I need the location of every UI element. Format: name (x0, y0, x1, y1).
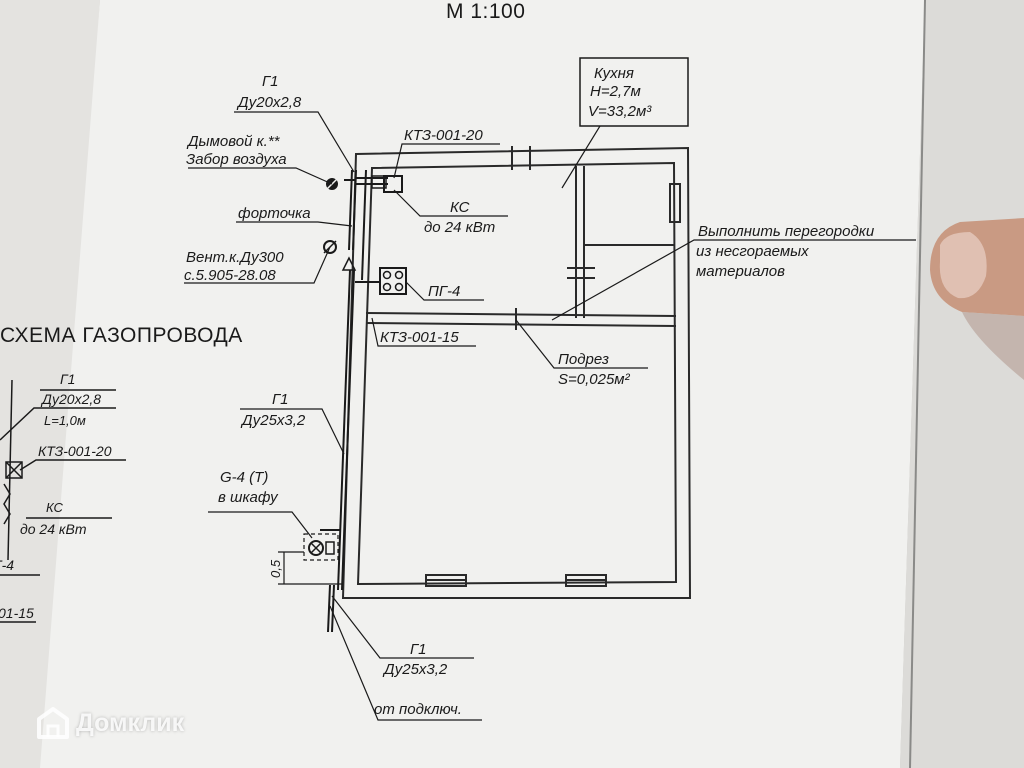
stove-label: ПГ-4 (428, 283, 460, 300)
room-name: Кухня (594, 65, 634, 82)
inlet-pipe-name: Г1 (410, 641, 427, 658)
partition-note-line2: из несгораемых (696, 243, 809, 260)
meter-name: G-4 (Т) (220, 469, 268, 486)
boiler-power: до 24 кВт (424, 219, 495, 236)
scale-label: М 1:100 (446, 0, 525, 23)
paper-sheet-left (0, 0, 100, 768)
valve-top-label: КТЗ-001-20 (404, 127, 483, 144)
chimney-label-line2: Забор воздуха (186, 151, 287, 168)
left-scheme-graphics (0, 379, 126, 623)
sheet-edge-line (909, 0, 926, 768)
chimney-pipe-name: Г1 (262, 73, 279, 90)
riser-pipe-name: Г1 (272, 391, 289, 408)
left-boiler-power: до 24 кВт (20, 521, 87, 537)
watermark: Домклик (36, 706, 184, 740)
room-height: H=2,7м (590, 83, 641, 100)
partition-note-line1: Выполнить перегородки (698, 223, 875, 240)
gas-meter-symbol (303, 533, 339, 561)
boiler-valve-symbol (383, 175, 403, 193)
inlet-pipe-size: Ду25х3,2 (382, 661, 448, 678)
scheme-title: СХЕМА ГАЗОПРОВОДА (0, 324, 243, 347)
chimney-outlet-symbol (371, 175, 387, 189)
riser-triangle-marker (341, 256, 357, 271)
vent-channel-line2: с.5.905-28.08 (184, 267, 276, 284)
chimney-pipe-size: Ду20х2,8 (236, 94, 302, 111)
left-valve-partial: 01-15 (0, 605, 34, 621)
finger-shadow (962, 312, 1024, 380)
left-pipe-name: Г1 (60, 371, 75, 387)
offset-dimension: 0,5 (268, 559, 283, 578)
house-logo-icon (37, 707, 69, 739)
undercut-name: Подрез (558, 351, 609, 368)
paper-sheet-right (900, 0, 1024, 768)
room-volume: V=33,2м³ (588, 103, 652, 120)
paper-sheet-main (40, 0, 925, 768)
inlet-note: от подключ. (374, 701, 462, 718)
building-walls (341, 146, 692, 599)
watermark-text: Домклик (76, 708, 185, 737)
fingernail-shape (939, 232, 987, 299)
chimney-label-line1: Дымовой к.** (186, 133, 281, 150)
valve-mid-label: КТЗ-001-15 (380, 329, 459, 346)
boiler-name: КС (450, 199, 470, 216)
left-valve-label: КТЗ-001-20 (38, 443, 112, 459)
stove-symbol (379, 267, 407, 295)
meter-location: в шкафу (218, 489, 279, 506)
leader-lines (184, 57, 916, 721)
undercut-area: S=0,025м² (558, 371, 631, 388)
left-pipe-size: Ду20х2,8 (40, 391, 101, 407)
left-stove-partial: Г-4 (0, 557, 14, 573)
partition-note-line3: материалов (696, 263, 785, 280)
vent-channel-line1: Вент.к.Ду300 (186, 249, 284, 266)
riser-pipe-size: Ду25х3,2 (240, 412, 306, 429)
left-pipe-length: L=1,0м (44, 413, 86, 428)
window-vent-label: форточка (238, 205, 311, 222)
left-boiler-name: КС (46, 500, 64, 515)
